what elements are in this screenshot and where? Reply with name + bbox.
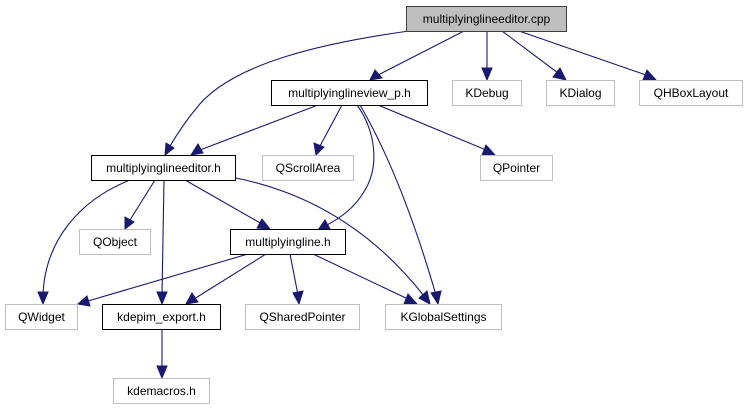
edge-arrowhead: [156, 365, 168, 380]
edge-editor-h-to-qobject: [129, 179, 156, 221]
node-label: kdepim_export.h: [117, 310, 206, 324]
node-label: QScrollArea: [275, 161, 341, 175]
edge-arrowhead: [481, 67, 493, 82]
edge-editor-h-to-qwidget: [42, 179, 131, 296]
node-qobject: QObject: [79, 229, 151, 255]
edge-arrowhead: [418, 290, 431, 305]
edge-arrowhead: [403, 293, 419, 305]
node-label: QSharedPointer: [259, 310, 346, 324]
node-kdebug: KDebug: [452, 80, 522, 106]
node-kdialog: KDialog: [546, 80, 615, 106]
edge-root-to-editor-h: [169, 30, 410, 147]
node-qsharedpointer: QSharedPointer: [245, 304, 360, 330]
edge-arrowhead: [76, 295, 91, 307]
edge-line-h-to-qshared: [289, 253, 299, 296]
edge-arrowhead: [164, 142, 175, 157]
edge-arrowhead: [189, 143, 204, 156]
edge-arrowhead: [256, 218, 272, 230]
edge-arrowhead: [313, 142, 325, 157]
edge-root-to-kdialog: [501, 30, 559, 74]
node-qscrollarea: QScrollArea: [262, 155, 354, 181]
node-qhboxlayout: QHBoxLayout: [639, 80, 743, 106]
node-qwidget: QWidget: [5, 304, 78, 330]
edge-view-p-to-qscroll: [319, 104, 343, 147]
node-label: multiplyingline.h: [245, 235, 331, 249]
node-label: multiplyinglineeditor.cpp: [422, 12, 551, 26]
node-label: multiplyinglineview_p.h: [288, 86, 411, 100]
edge-root-to-view-p: [377, 30, 465, 76]
node-qpointer: QPointer: [480, 155, 553, 181]
edge-arrowhead: [124, 216, 135, 231]
edge-arrowhead: [369, 69, 383, 81]
node-label: QObject: [92, 235, 137, 249]
edge-arrowhead: [481, 144, 497, 156]
edge-arrowhead: [430, 290, 442, 306]
edge-root-to-qhbox: [518, 30, 647, 76]
edge-editor-h-to-line-h: [184, 179, 263, 225]
node-kdepim-export-h[interactable]: kdepim_export.h: [102, 304, 221, 330]
node-label: KGlobalSettings: [400, 310, 487, 324]
edge-arrowhead: [37, 291, 49, 306]
node-label: KDialog: [559, 86, 602, 100]
edge-arrowhead: [156, 291, 168, 306]
node-label: QPointer: [492, 161, 541, 175]
edge-view-p-to-kglobal: [359, 104, 437, 296]
edge-view-p-to-editor-h: [199, 104, 319, 151]
edge-arrowhead: [185, 292, 199, 305]
edge-editor-h-to-kglobal: [235, 177, 425, 297]
edge-view-p-to-line-h: [326, 104, 375, 226]
node-label: kdemacros.h: [127, 384, 196, 398]
node-label: multiplyinglineeditor.h: [106, 161, 221, 175]
node-multiplyinglineview-p-h[interactable]: multiplyinglineview_p.h: [271, 80, 428, 106]
edge-line-h-to-qwidget: [87, 253, 249, 302]
edge-line-h-to-kglobal: [312, 253, 409, 300]
node-label: QHBoxLayout: [653, 86, 729, 100]
node-kdemacros-h: kdemacros.h: [113, 378, 210, 404]
node-label: KDebug: [465, 86, 509, 100]
edge-arrowhead: [292, 290, 304, 306]
edge-line-h-to-export-h: [193, 253, 267, 300]
node-kglobalsettings: KGlobalSettings: [385, 304, 502, 330]
node-multiplyinglineeditor-h[interactable]: multiplyinglineeditor.h: [91, 155, 236, 181]
edge-arrowhead: [552, 67, 567, 81]
node-multiplyingline-h[interactable]: multiplyingline.h: [230, 229, 346, 255]
node-multiplyinglineeditor-cpp[interactable]: multiplyinglineeditor.cpp: [406, 6, 567, 32]
node-label: QWidget: [18, 310, 65, 324]
edge-arrowhead: [642, 69, 658, 81]
edge-view-p-to-qpointer: [377, 104, 487, 151]
edge-editor-h-to-export-h: [161, 179, 165, 296]
